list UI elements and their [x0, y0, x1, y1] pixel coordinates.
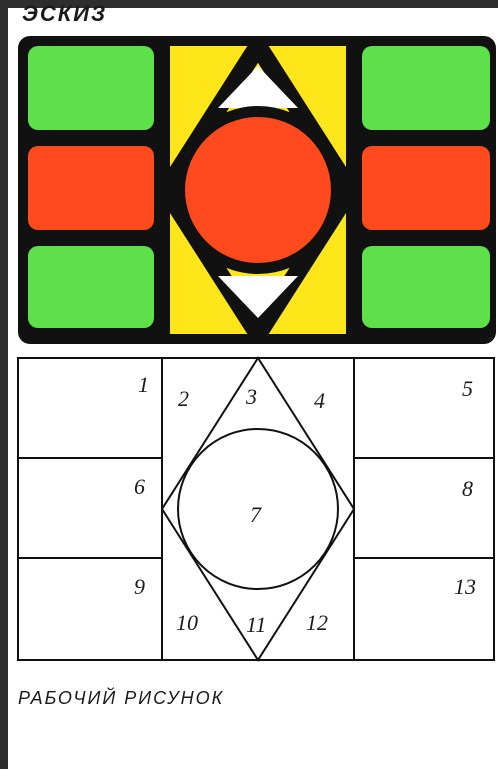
label-11: 11 [246, 612, 266, 637]
label-8: 8 [462, 476, 473, 501]
label-1: 1 [138, 372, 149, 397]
label-10: 10 [176, 610, 198, 635]
circle-red [185, 117, 331, 263]
tile-mid-left [28, 146, 154, 230]
color-sketch [18, 36, 496, 344]
label-9: 9 [134, 574, 145, 599]
label-12: 12 [306, 610, 328, 635]
label-2: 2 [178, 386, 189, 411]
region-labels: 1 2 3 4 5 6 7 8 9 10 11 12 13 [134, 372, 476, 637]
tile-top-right [362, 46, 490, 130]
tile-top-left [28, 46, 154, 130]
label-5: 5 [462, 376, 473, 401]
tile-bottom-left [28, 246, 154, 328]
label-7: 7 [250, 502, 262, 527]
label-13: 13 [454, 574, 476, 599]
tile-bottom-right [362, 246, 490, 328]
label-3: 3 [245, 384, 257, 409]
label-4: 4 [314, 388, 325, 413]
tile-mid-right [362, 146, 490, 230]
label-6: 6 [134, 474, 145, 499]
